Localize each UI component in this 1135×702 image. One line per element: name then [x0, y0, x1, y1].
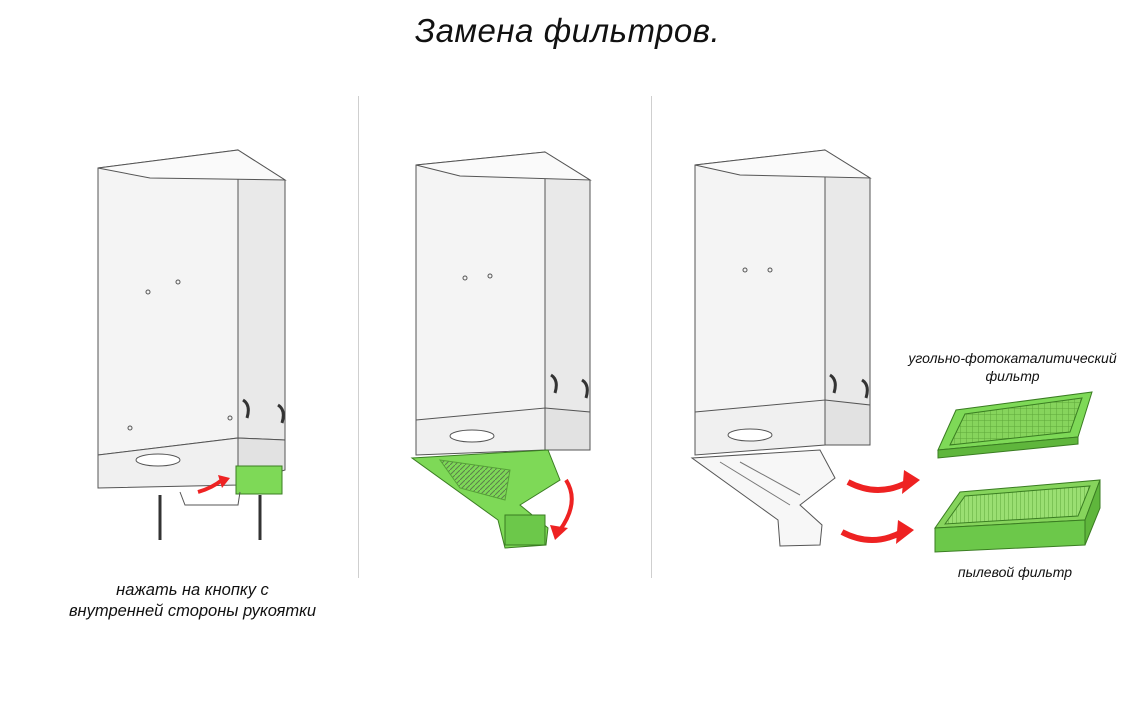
caption-line-2: внутренней стороны рукоятки: [68, 602, 317, 620]
unit-2: [415, 151, 592, 456]
dust-filter-arrow-head: [896, 520, 914, 544]
divider-left: [358, 96, 359, 578]
swung-filter-tray: [410, 449, 561, 549]
carbon-filter-arrow: [846, 479, 910, 493]
press-arrow-head-1: [218, 475, 230, 488]
unit-1: [97, 149, 287, 540]
carbon-filter-label: угольно-фотокаталитический фильтр: [900, 349, 1125, 385]
step-1-caption: нажать на кнопку с внутренней стороны ру…: [40, 580, 345, 622]
swing-arrow-head: [550, 525, 568, 540]
dust-filter-label: пылевой фильтр: [957, 564, 1073, 580]
page-title: Замена фильтров.: [414, 12, 721, 49]
caption-line-1: нажать на кнопку с: [116, 581, 269, 599]
carbon-filter-label-line-1: угольно-фотокаталитический: [908, 350, 1117, 366]
carbon-photocatalytic-filter: [937, 391, 1093, 459]
swing-arrow: [558, 478, 574, 532]
carbon-filter-label-line-2: фильтр: [985, 368, 1040, 384]
dust-filter: [934, 479, 1101, 553]
unit-3: [690, 149, 872, 547]
dust-filter-arrow: [840, 529, 904, 543]
divider-right: [651, 96, 652, 578]
carbon-filter-arrow-head: [902, 470, 920, 494]
